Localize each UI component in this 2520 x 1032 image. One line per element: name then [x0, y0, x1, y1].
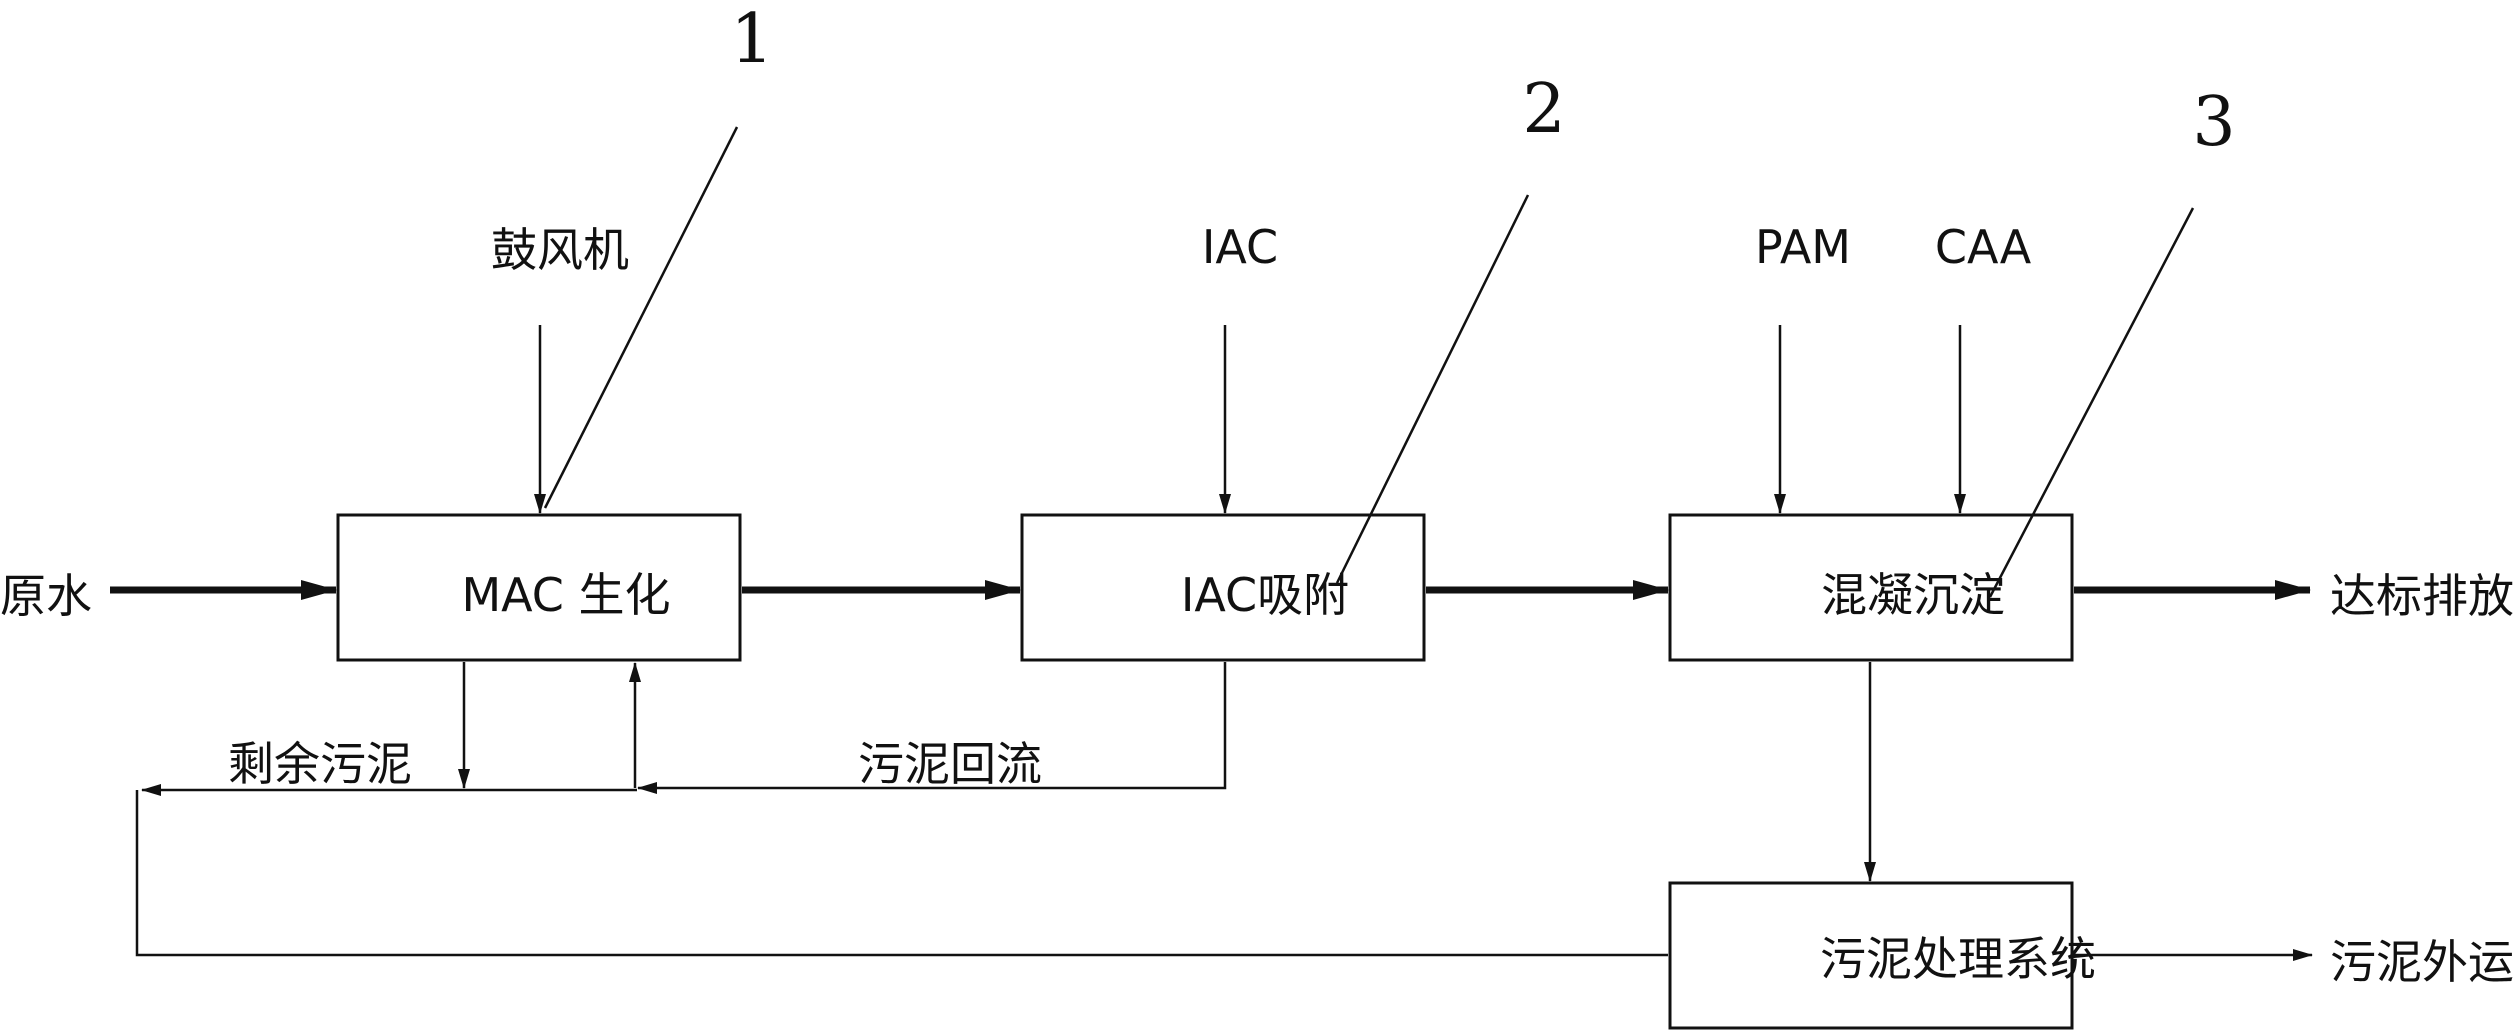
sludge-treatment-label: 污泥处理系统: [1820, 932, 2096, 986]
callout-1-number: 1: [730, 0, 773, 79]
sludge-treatment-box: [1668, 881, 2074, 1030]
iac-label: IAC: [1202, 220, 1278, 274]
mac-bio-box: [336, 513, 742, 662]
iac-sludge-return-line: [637, 662, 1227, 794]
coag-settling-label: 混凝沉淀: [1821, 568, 2005, 622]
raw-water-label: 原水: [0, 569, 92, 623]
sludge-out-label: 污泥外运: [2330, 935, 2514, 989]
callout-1-leader: [543, 126, 739, 509]
excess-sludge-label: 剩余污泥: [228, 737, 412, 791]
iac-adsorption-label: IAC吸附: [1181, 568, 1349, 622]
callout-2-number: 2: [1522, 70, 1565, 149]
iac-adsorption-box: [1020, 513, 1426, 662]
sludge-return-label: 污泥回流: [858, 737, 1042, 791]
pam-label: PAM: [1755, 220, 1851, 274]
callout-3-number: 3: [2192, 83, 2235, 162]
callout-2-leader: [1335, 194, 1530, 584]
coag-settling-box: [1668, 513, 2074, 662]
caa-label: CAA: [1935, 220, 2032, 274]
mac-bio-label: MAC 生化: [461, 568, 670, 622]
sludge-to-treatment-line: [135, 790, 1668, 957]
discharge-label: 达标排放: [2330, 569, 2514, 623]
blower-label: 鼓风机: [491, 223, 629, 277]
callout-3-leader: [1988, 207, 2195, 598]
